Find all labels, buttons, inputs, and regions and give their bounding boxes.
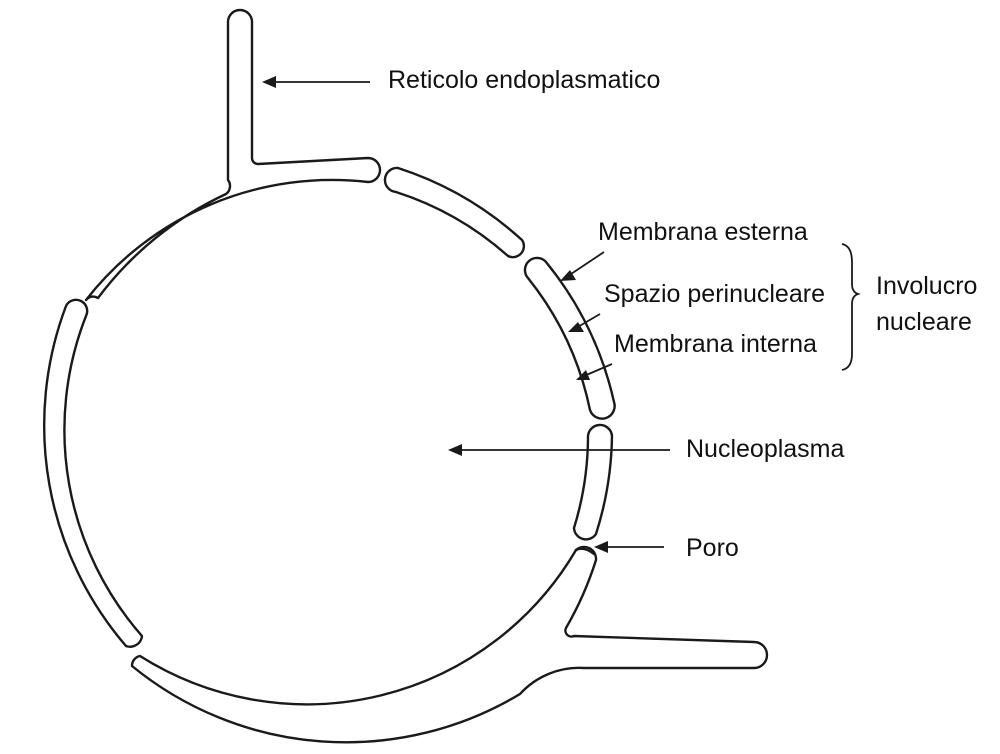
arrowhead-membrana-interna [576,370,590,380]
arrowhead-nucleoplasma [448,444,462,456]
arrowhead-poro [594,541,608,553]
label-membrana-esterna: Membrana esterna [598,218,808,246]
envelope-segment-left [44,300,142,647]
arrowhead-spazio-perinucleare [568,322,584,332]
envelope-segment-top-right [385,168,524,257]
labels: Reticolo endoplasmatico Membrana esterna… [388,66,977,562]
arrow-membrana-esterna [568,252,604,276]
envelope-segment-right-upper [525,258,615,419]
label-reticolo-endoplasmatico: Reticolo endoplasmatico [388,66,660,94]
envelope-segment-bottom-with-er [132,547,767,742]
label-spazio-perinucleare: Spazio perinucleare [604,280,825,308]
label-poro: Poro [686,534,739,562]
envelope-segment-right-lower [574,425,612,539]
envelope-segment-top-left-with-er [86,10,380,300]
label-nucleoplasma: Nucleoplasma [686,435,845,463]
label-nucleare: nucleare [876,308,972,336]
nuclear-envelope [44,10,767,742]
involucro-brace [842,244,858,370]
label-membrana-interna: Membrana interna [614,330,817,358]
label-involucro: Involucro [876,272,977,300]
arrowhead-reticolo [262,76,276,88]
